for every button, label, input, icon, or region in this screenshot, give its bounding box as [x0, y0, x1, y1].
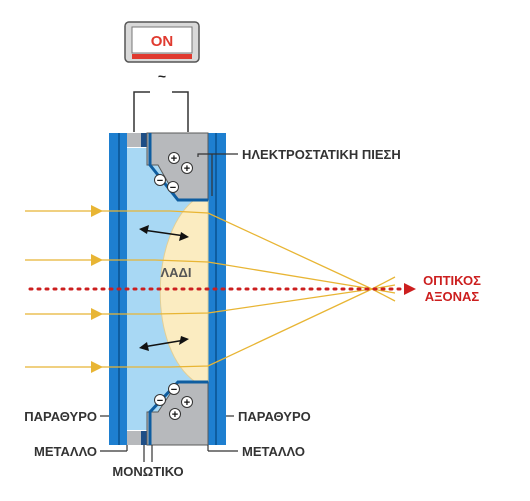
svg-text:−: − [157, 395, 163, 407]
power-switch-icon [124, 21, 200, 63]
charge-minus: − [168, 383, 180, 396]
ray-arrowhead-icon [91, 205, 103, 373]
label-optical-axis-1: ΟΠΤΙΚΟΣ [423, 273, 481, 288]
ac-symbol: ~ [158, 68, 166, 84]
optical-axis-arrow-icon [404, 283, 416, 295]
label-window-right: ΠΑΡΑΘΥΡΟ [238, 409, 311, 424]
label-oil: ΛΑΔΙ [160, 265, 191, 280]
wire-right [172, 91, 189, 132]
charge-minus: − [154, 174, 166, 187]
charge-plus: + [168, 152, 180, 165]
charge-plus: + [181, 396, 193, 409]
switch-label: ON [151, 33, 174, 50]
insulator-top [141, 133, 147, 147]
label-optical-axis-2: ΑΞΟΝΑΣ [425, 289, 480, 304]
label-insulator: ΜΟΝΩΤΙΚΟ [112, 464, 183, 479]
metal-top-left [127, 133, 141, 147]
svg-text:−: − [170, 182, 176, 194]
charge-minus: − [167, 181, 179, 194]
double-arrow-icon [139, 336, 189, 351]
svg-text:−: − [157, 175, 163, 187]
label-metal-left: ΜΕΤΑΛΛΟ [34, 444, 97, 459]
insulator-bottom [141, 431, 147, 445]
svg-text:+: + [184, 397, 190, 409]
label-window-left: ΠΑΡΑΘΥΡΟ [24, 409, 97, 424]
charge-minus: − [154, 394, 166, 407]
label-metal-right: ΜΕΤΑΛΛΟ [242, 444, 305, 459]
double-arrow-icon [139, 225, 189, 241]
svg-text:+: + [172, 409, 178, 421]
leader-electrostatic [197, 153, 238, 157]
metal-bottom-left [127, 431, 141, 445]
wire-left [133, 91, 150, 132]
svg-text:−: − [171, 384, 177, 396]
svg-text:+: + [184, 163, 190, 175]
svg-text:+: + [171, 153, 177, 165]
oil-droplet [159, 197, 209, 384]
label-electrostatic-pressure: ΗΛΕΚΤΡΟΣΤΑΤΙΚΗ ΠΙΕΣΗ [242, 147, 401, 162]
charge-plus: + [181, 162, 193, 175]
charge-plus: + [169, 408, 181, 421]
